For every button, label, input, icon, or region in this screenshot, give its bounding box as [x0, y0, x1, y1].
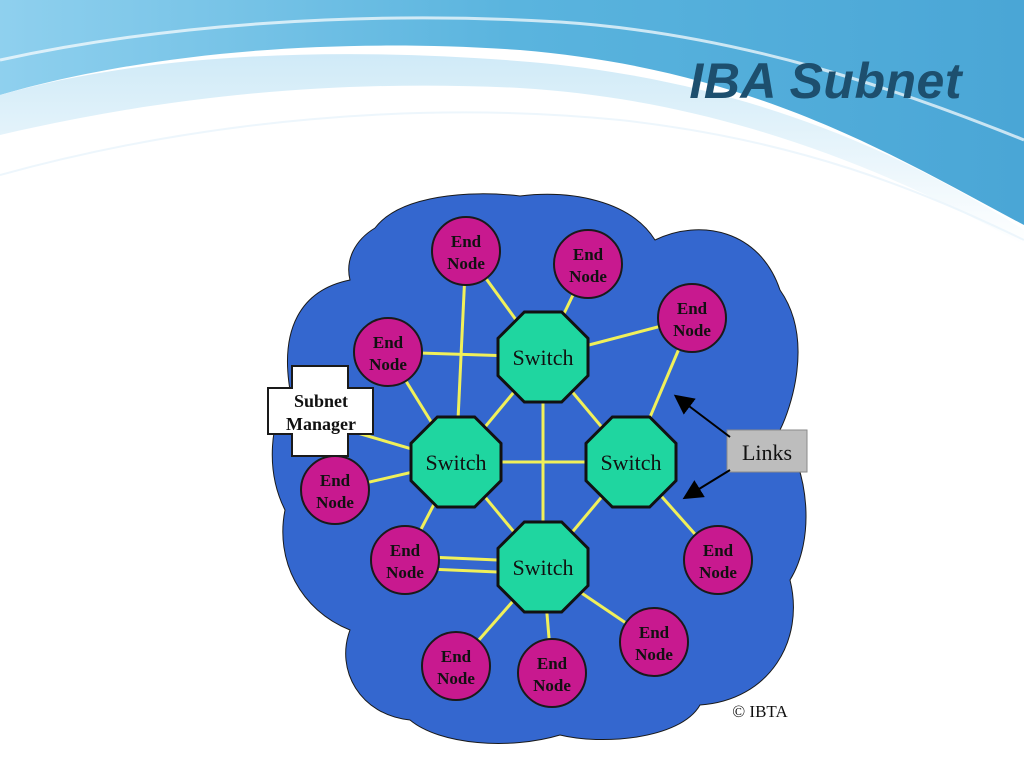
end-node-label: End: [537, 654, 568, 673]
subnet-manager-label-line2: Manager: [286, 414, 356, 434]
links-callout: Links: [673, 394, 808, 500]
subnet-manager-label-line1: Subnet: [294, 391, 348, 411]
end-node-label: Node: [635, 645, 673, 664]
end-node-label: End: [390, 541, 421, 560]
copyright-text: © IBTA: [732, 702, 788, 721]
end-node-circle: [431, 216, 501, 286]
end-node-label: Node: [386, 563, 424, 582]
arrow-to-upper-link: [673, 394, 731, 438]
end-node-circle: [300, 455, 370, 525]
switch-octagon: [409, 415, 503, 509]
end-node-label: End: [441, 647, 472, 666]
end-node-circle: [370, 525, 440, 595]
end-node-label: End: [373, 333, 404, 352]
end-node-label: End: [677, 299, 708, 318]
end-node-circle: [657, 283, 727, 353]
arrow-to-lower-link: [682, 469, 731, 500]
end-node-label: Node: [316, 493, 354, 512]
slide-title: IBA Subnet: [689, 53, 962, 109]
switch-label: Switch: [512, 555, 573, 580]
switch: Switch: [584, 415, 678, 509]
end-node-label: Node: [533, 676, 571, 695]
switch-label: Switch: [512, 345, 573, 370]
switch-octagon: [496, 520, 590, 614]
end-node-label: Node: [673, 321, 711, 340]
switch-octagon: [496, 310, 590, 404]
links-label: Links: [742, 440, 792, 465]
end-node-circle: [421, 631, 491, 701]
end-node-circle: [353, 317, 423, 387]
switch-label: Switch: [425, 450, 486, 475]
end-node-label: Node: [369, 355, 407, 374]
end-node-label: End: [320, 471, 351, 490]
end-node-label: Node: [569, 267, 607, 286]
end-node-circle: [619, 607, 689, 677]
end-node-label: End: [573, 245, 604, 264]
switch-label: Switch: [600, 450, 661, 475]
end-node-label: End: [703, 541, 734, 560]
end-node-label: Node: [699, 563, 737, 582]
end-node-label: End: [639, 623, 670, 642]
end-node-circle: [517, 638, 587, 708]
switch-octagon: [584, 415, 678, 509]
switch: Switch: [496, 520, 590, 614]
end-node-circle: [553, 229, 623, 299]
end-node-label: End: [451, 232, 482, 251]
header-wave: [0, 0, 1024, 246]
subnet-manager: Subnet Manager: [267, 365, 374, 457]
switch: Switch: [409, 415, 503, 509]
end-node-label: Node: [437, 669, 475, 688]
end-node-label: Node: [447, 254, 485, 273]
end-node-circle: [683, 525, 753, 595]
switch: Switch: [496, 310, 590, 404]
